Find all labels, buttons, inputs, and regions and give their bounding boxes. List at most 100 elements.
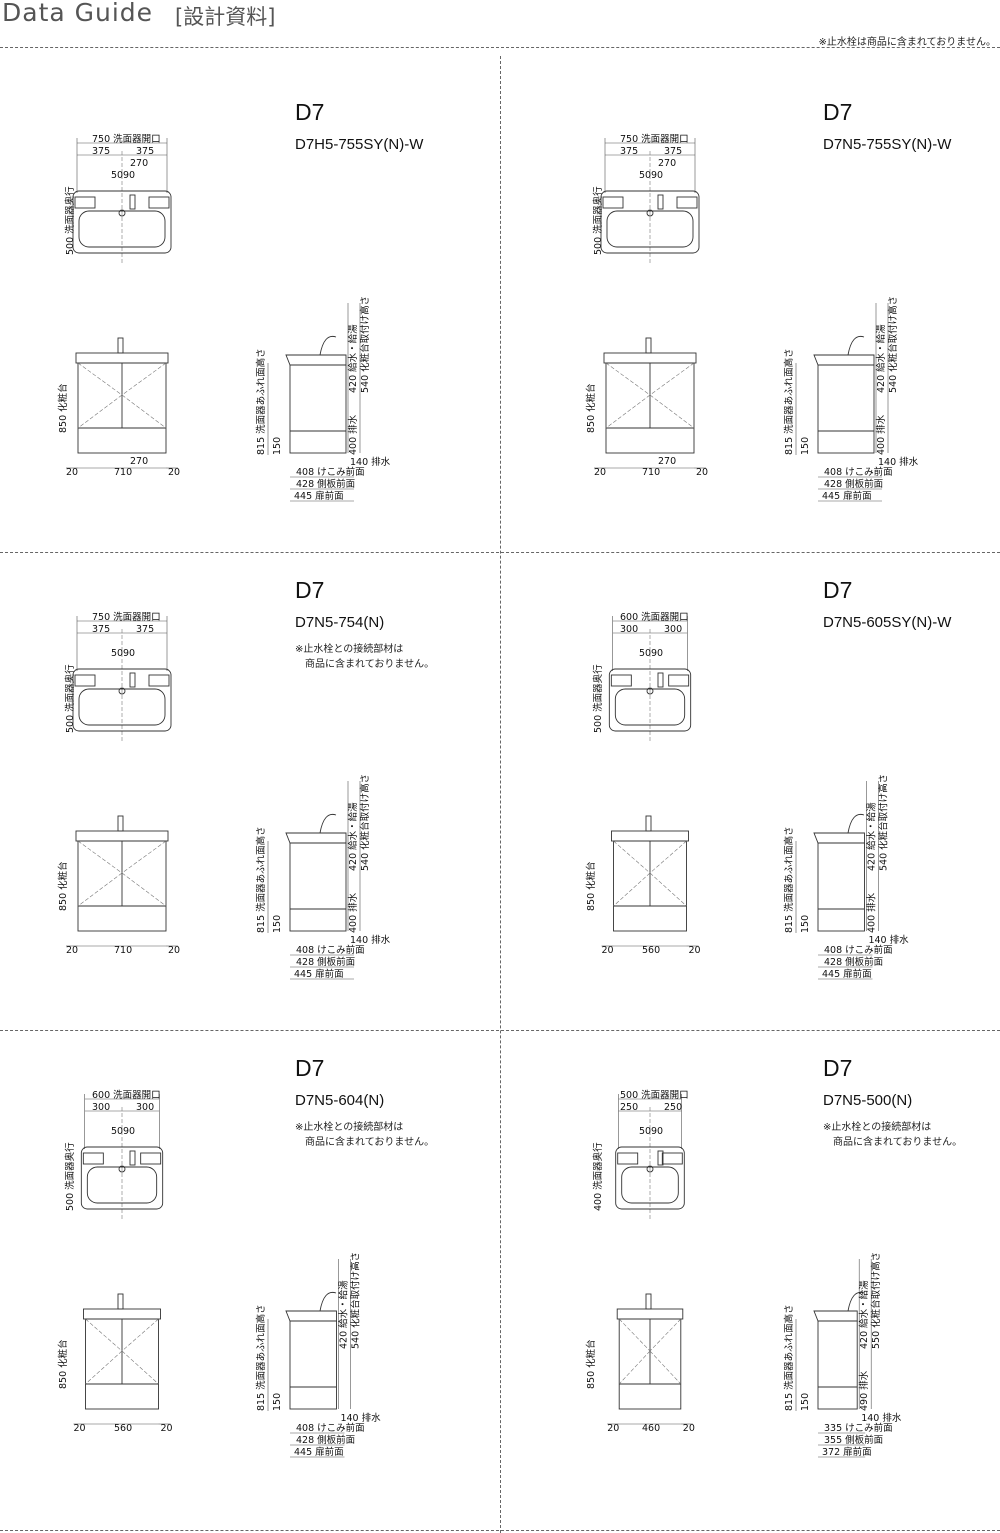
dim-90: 90 — [651, 1126, 663, 1137]
dim-side-panel-front: 428 側板前面 — [824, 478, 883, 490]
drain-icon — [118, 687, 126, 695]
dim-opening-width: 500 洗面器開口 — [620, 1089, 689, 1101]
dim-basin-depth: 500 洗面器奥行 — [592, 664, 604, 733]
drain-icon — [118, 1165, 126, 1173]
dim-valve-offset: 270 — [658, 456, 676, 467]
page-title: Data Guide — [2, 0, 154, 27]
dim-50: 50 — [639, 1126, 651, 1137]
faucet-icon — [657, 194, 664, 210]
faucet-front-icon — [645, 815, 652, 832]
dim-side-left: 20 — [66, 945, 78, 956]
dim-total-height: 850 化粧台 — [585, 861, 597, 911]
basin-outline — [608, 668, 692, 732]
dim-opening-width: 750 洗面器開口 — [620, 133, 689, 145]
faucet-right-icon — [148, 674, 170, 687]
faucet-icon — [129, 194, 136, 210]
drain-icon — [118, 209, 126, 217]
dim-toe-front: 408 けこみ前面 — [296, 1422, 365, 1434]
faucet-icon — [129, 672, 136, 688]
dim-body-width: 560 — [114, 1423, 132, 1434]
top-divider — [0, 47, 1000, 48]
door-swing-right — [121, 1318, 159, 1352]
dim-drain-offset: 140 排水 — [340, 1412, 381, 1424]
dim-drain-offset: 140 排水 — [868, 934, 909, 946]
faucet-front-icon — [117, 1293, 124, 1310]
door-swing-left — [77, 840, 123, 874]
basin-bowl — [621, 1166, 679, 1204]
dim-body-width: 710 — [642, 467, 660, 478]
door-swing-right — [121, 840, 167, 874]
dim-side-left: 20 — [73, 1423, 85, 1434]
dim-half-right: 375 — [136, 146, 154, 157]
dim-supply-height: 420 給水・給湯 — [865, 802, 877, 871]
faucet-left-icon — [617, 1152, 639, 1165]
dim-mount-height: 540 化粧台取付け高さ — [359, 774, 371, 871]
product-note: ※止水栓との接続部材は 商品に含まれておりません。 — [295, 1122, 435, 1148]
dim-side-right: 20 — [689, 945, 701, 956]
model-number: D7N5-605SY(N)-W — [823, 614, 952, 631]
dim-door-front: 445 扉前面 — [822, 490, 872, 502]
dim-90: 90 — [123, 648, 135, 659]
dim-50: 50 — [111, 648, 123, 659]
product-note: ※止水栓との接続部材は 商品に含まれておりません。 — [295, 644, 435, 670]
dim-total-height: 850 化粧台 — [57, 861, 69, 911]
door-swing-left-2 — [618, 1350, 651, 1385]
dim-supply-height: 420 給水・給湯 — [347, 802, 359, 871]
dim-drain-height: 400 排水 — [347, 414, 359, 455]
dim-half-left: 300 — [620, 624, 638, 635]
dim-overflow-height: 815 洗面器あふれ面高さ — [783, 826, 795, 933]
faucet-icon — [657, 672, 664, 688]
dim-half-right: 250 — [664, 1102, 682, 1113]
dim-side-right: 20 — [168, 945, 180, 956]
dim-basin-depth: 500 洗面器奥行 — [64, 186, 76, 255]
cabinet-side — [289, 1320, 337, 1410]
row-divider-3 — [0, 1530, 1000, 1531]
dim-opening-width: 750 洗面器開口 — [92, 133, 161, 145]
dim-drain-height: 400 排水 — [347, 892, 359, 933]
dim-drain-offset: 140 排水 — [350, 456, 391, 468]
faucet-left-icon — [610, 674, 632, 687]
model-number: D7N5-500(N) — [823, 1092, 913, 1109]
counter-top — [75, 352, 169, 364]
door-swing-left — [605, 362, 651, 396]
faucet-left-icon — [74, 196, 96, 209]
door-swing-right-2 — [121, 872, 167, 907]
door-swing-right — [649, 362, 695, 396]
dim-half-right: 300 — [664, 624, 682, 635]
door-swing-right-2 — [649, 1350, 682, 1385]
header-note: ※止水栓は商品に含まれておりません。 — [818, 37, 996, 48]
door-swing-left-2 — [613, 872, 651, 907]
dim-door-front: 372 扉前面 — [822, 1446, 872, 1458]
faucet-right-icon — [668, 674, 690, 687]
basin-bowl — [78, 688, 166, 726]
faucet-icon — [129, 1150, 136, 1166]
dim-side-left: 20 — [601, 945, 613, 956]
dim-half-right: 375 — [136, 624, 154, 635]
dim-side-left: 20 — [66, 467, 78, 478]
dim-faucet-offset: 270 — [130, 158, 148, 169]
dim-mount-height: 540 化粧台取付け高さ — [349, 1252, 361, 1349]
counter-top — [83, 1308, 161, 1320]
dim-overflow-height: 815 洗面器あふれ面高さ — [783, 348, 795, 455]
cabinet-side — [817, 842, 865, 932]
faucet-front-icon — [117, 815, 124, 832]
door-swing-right-2 — [649, 394, 695, 429]
basin-outline — [615, 1146, 685, 1210]
dim-drain-height: 490 排水 — [858, 1370, 870, 1411]
drain-icon — [646, 687, 654, 695]
cabinet-side — [289, 842, 347, 932]
dim-base-height: 150 — [272, 1393, 283, 1411]
page-subtitle: [設計資料] — [175, 5, 276, 29]
counter-top — [75, 830, 169, 842]
basin-bowl — [614, 688, 686, 726]
door-swing-left — [77, 362, 123, 396]
dim-mount-height: 540 化粧台取付け高さ — [877, 774, 889, 871]
dim-mount-height: 540 化粧台取付け高さ — [359, 296, 371, 393]
cabinet-side — [817, 364, 875, 454]
faucet-left-icon — [74, 674, 96, 687]
series-label: D7 — [823, 99, 853, 125]
